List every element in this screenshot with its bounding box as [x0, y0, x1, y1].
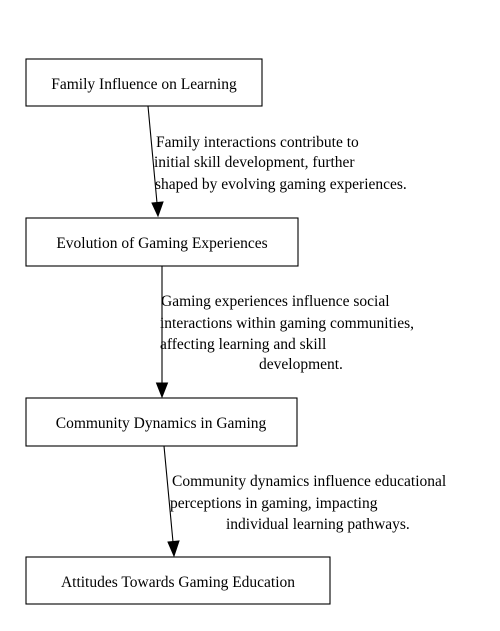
node-family-influence: Family Influence on Learning [25, 58, 263, 107]
node-label: Evolution of Gaming Experiences [56, 235, 267, 252]
node-label: Attitudes Towards Gaming Education [61, 574, 295, 591]
arrow-head [167, 540, 180, 558]
edge-label-line: shaped by evolving gaming experiences. [155, 176, 407, 193]
edge-label-line: development. [259, 356, 343, 373]
edge-label-line: affecting learning and skill [160, 336, 326, 353]
node-evolution-gaming: Evolution of Gaming Experiences [25, 217, 299, 267]
node-box [25, 397, 298, 447]
edge-label-line: Family interactions contribute to [156, 134, 359, 151]
edge-line [147, 105, 158, 204]
edge-label-line: Community dynamics influence educational [172, 473, 446, 490]
edge-label-line: individual learning pathways. [226, 516, 410, 533]
edge-family-to-evolution: Family interactions contribute to initia… [147, 105, 407, 218]
edge-community-to-attitudes: Community dynamics influence educational… [163, 445, 446, 558]
edge-label-line: Gaming experiences influence social [161, 293, 390, 310]
edge-label-line: initial skill development, further [154, 154, 355, 171]
edge-label-line: interactions within gaming communities, [160, 315, 414, 332]
node-label: Family Influence on Learning [51, 76, 237, 93]
node-label: Community Dynamics in Gaming [56, 415, 267, 432]
edge-evolution-to-community: Gaming experiences influence social inte… [155, 266, 414, 399]
node-community-dynamics: Community Dynamics in Gaming [25, 397, 298, 447]
edge-line [163, 445, 174, 543]
node-box [25, 217, 299, 267]
node-box [25, 556, 331, 605]
arrow-head [151, 201, 164, 218]
edge-label-line: perceptions in gaming, impacting [170, 495, 378, 512]
node-box [25, 58, 263, 107]
arrow-head [155, 382, 169, 399]
node-attitudes-education: Attitudes Towards Gaming Education [25, 556, 331, 605]
